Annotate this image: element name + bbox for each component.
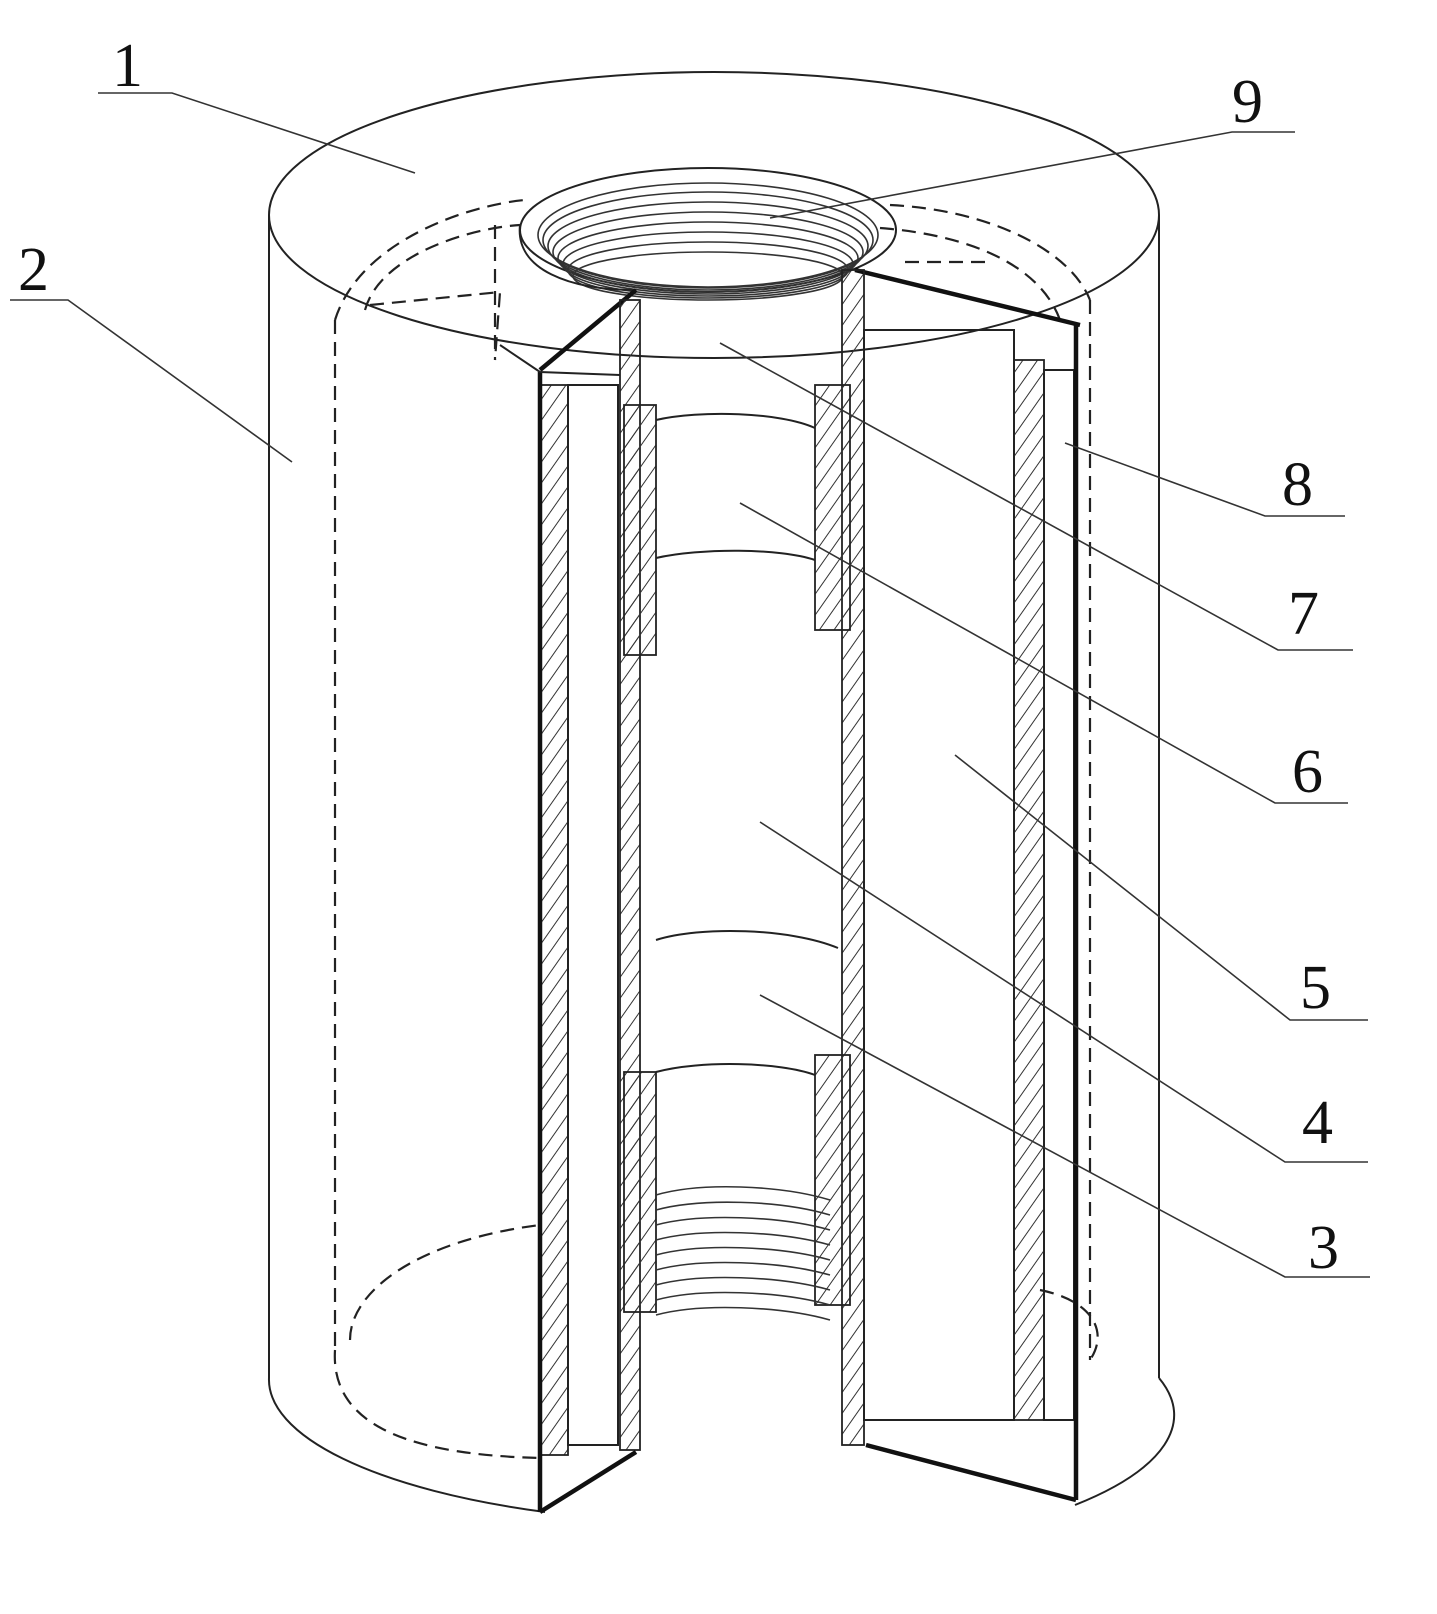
label-7: 7 <box>1288 580 1319 648</box>
leader-lines <box>10 92 1370 1278</box>
label-6: 6 <box>1292 738 1323 806</box>
label-4: 4 <box>1302 1089 1333 1157</box>
right-wall-section <box>814 267 1081 1503</box>
label-9: 9 <box>1232 68 1263 136</box>
top-threaded-opening <box>518 167 897 301</box>
label-5: 5 <box>1300 954 1331 1022</box>
label-8: 8 <box>1282 451 1313 519</box>
part-labels: 1 2 3 4 5 6 7 8 9 <box>18 32 1339 1282</box>
left-wall-section <box>499 288 657 1514</box>
inner-hidden-lines <box>333 198 1099 1460</box>
label-3: 3 <box>1308 1214 1339 1282</box>
label-1: 1 <box>112 32 143 100</box>
inner-bore <box>655 412 839 1321</box>
label-2: 2 <box>18 236 49 304</box>
outer-shell <box>267 71 1176 1513</box>
